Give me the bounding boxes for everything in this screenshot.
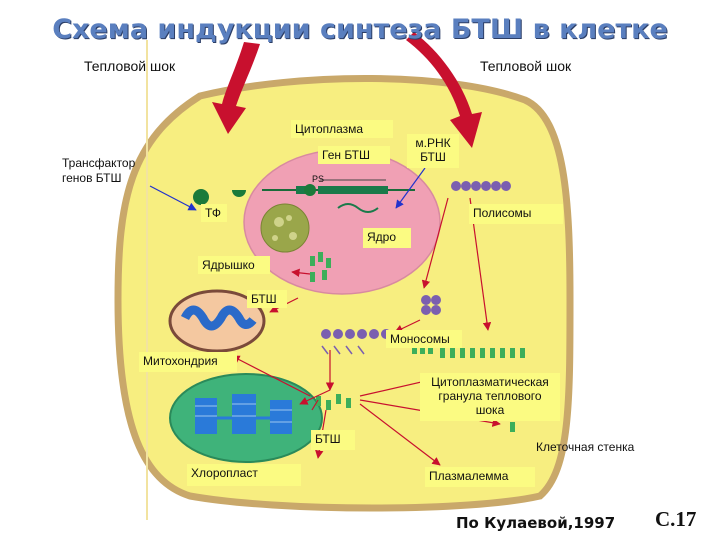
label-heat-shock-right: Тепловой шок [480,58,572,74]
label-nucleus: Ядро [363,228,411,248]
label-mitochondrion: Митохондрия [139,352,237,372]
label-mrna: м.РНК БТШ [407,134,459,168]
label-plasmalemma: Плазмалемма [425,467,535,487]
label-hsp-bottom: БТШ [311,430,355,450]
label-heat-shock-left: Тепловой шок [84,58,176,74]
page-number: С.17 [655,507,697,531]
label-cytoplasm: Цитоплазма [291,120,393,138]
chloroplast [169,373,323,463]
polysomes [421,181,511,315]
hsp-clusters [310,252,525,432]
label-stress-granule: Цитоплазматическая гранула теплового шок… [420,373,560,421]
label-hsp-gene: Ген БТШ [318,146,390,164]
heat-shock-arrows [212,32,482,148]
pointer-arrows [149,167,426,211]
label-hsp-top: БТШ [247,290,287,308]
label-ps: PS [312,174,325,184]
label-chloroplast: Хлоропласт [187,464,301,486]
label-polysomes: Полисомы [469,204,563,224]
nucleolus [260,203,310,253]
tf-molecules [193,184,316,205]
mitochondrion [168,289,266,353]
monosomes [321,329,391,355]
label-monosomes: Моносомы [386,330,462,348]
author-credit: По Кулаевой,1997 [456,514,616,532]
hsp-gene-dna [262,179,415,213]
label-tf: ТФ [201,204,227,222]
label-nucleolus: Ядрышко [198,256,270,274]
label-transfactor: Трансфактор генов БТШ [62,156,136,185]
page-title: Схема индукции синтеза БТШ в клетке [52,14,668,45]
label-cell-wall: Клеточная стенка [536,440,635,454]
